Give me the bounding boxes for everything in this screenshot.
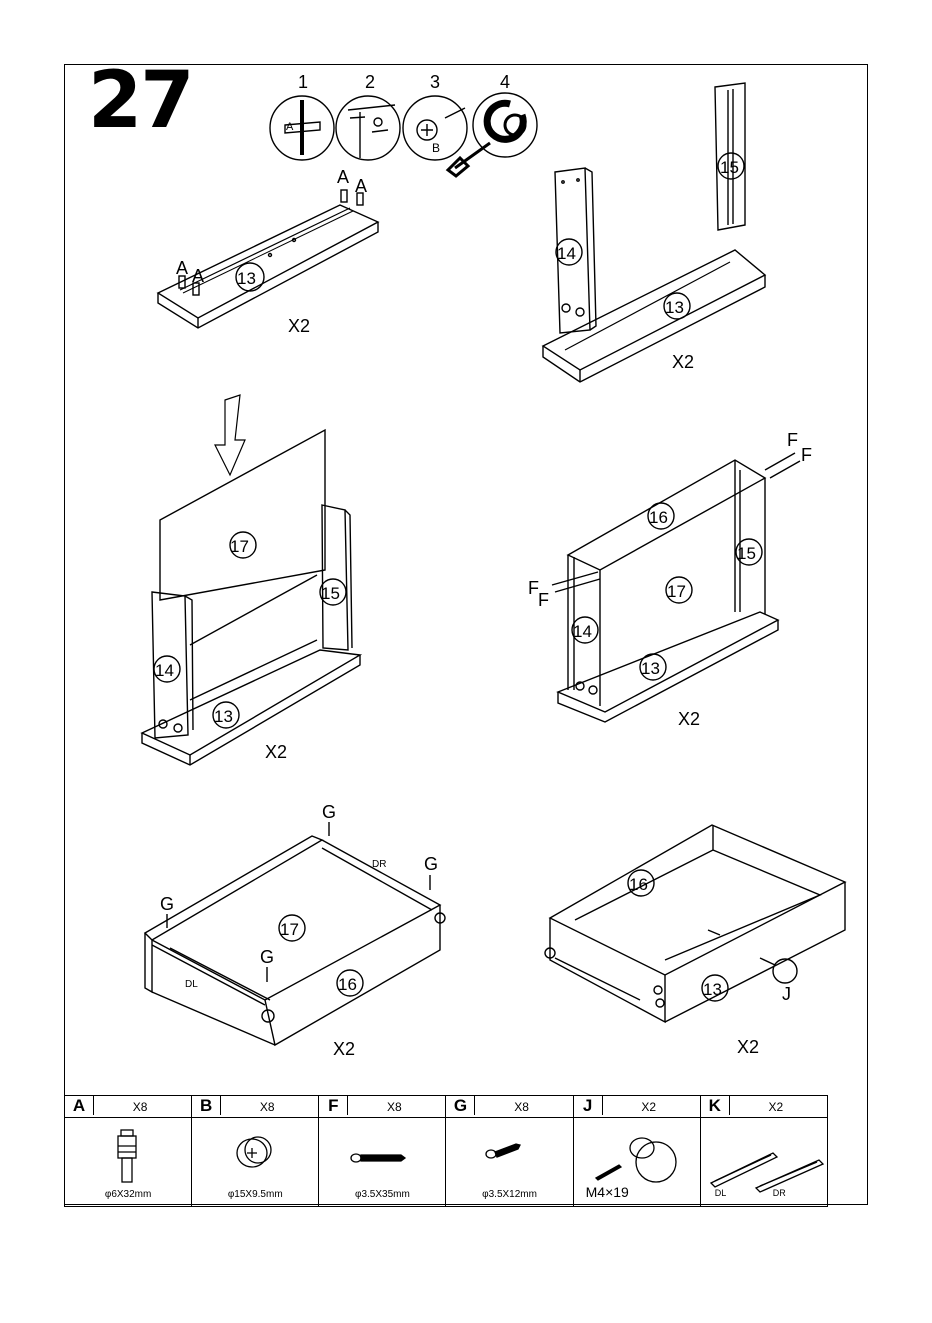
part-number: 16 bbox=[649, 508, 668, 527]
hardware-cell-j: M4×19 bbox=[573, 1118, 700, 1207]
rail-label: DR bbox=[773, 1188, 786, 1198]
hardware-callout: F bbox=[787, 430, 798, 450]
hardware-callout: G bbox=[260, 947, 274, 967]
hardware-callout: A bbox=[192, 266, 204, 286]
hardware-callout: A bbox=[176, 258, 188, 278]
part-number: 14 bbox=[557, 244, 576, 263]
part-number: 17 bbox=[280, 920, 299, 939]
hardware-callout: J bbox=[782, 984, 791, 1004]
hardware-spec: M4×19 bbox=[586, 1184, 700, 1200]
hardware-callout: F bbox=[801, 445, 812, 465]
count-label: X2 bbox=[265, 742, 287, 762]
panel-1-base-dowels: A A A A 13 X2 bbox=[158, 167, 378, 336]
part-number: 14 bbox=[155, 661, 174, 680]
hardware-callout: G bbox=[424, 854, 438, 874]
hardware-cell-k: DL DR bbox=[700, 1118, 827, 1207]
part-number: 13 bbox=[237, 269, 256, 288]
part-number: 15 bbox=[720, 158, 739, 177]
sub-step-label: 2 bbox=[365, 72, 375, 92]
sub-step-diagrams: 1 2 3 4 A B bbox=[270, 72, 537, 176]
count-label: X2 bbox=[288, 316, 310, 336]
sub-step-letter: A bbox=[286, 121, 294, 133]
panel-5-drawer-rails: 17 16 DL DR G G G G X2 bbox=[145, 802, 445, 1059]
hardware-cell-a: φ6X32mm bbox=[65, 1118, 192, 1207]
part-number: 16 bbox=[338, 975, 357, 994]
hardware-callout: G bbox=[322, 802, 336, 822]
count-label: X2 bbox=[672, 352, 694, 372]
part-number: 15 bbox=[321, 584, 340, 603]
part-number: 15 bbox=[737, 544, 756, 563]
hardware-cell-b: φ15X9.5mm bbox=[192, 1118, 319, 1207]
part-number: 17 bbox=[230, 537, 249, 556]
sub-step-label: 1 bbox=[298, 72, 308, 92]
panel-6-drawer-knob: 16 13 J X2 bbox=[545, 825, 845, 1057]
hardware-cell-g: φ3.5X12mm bbox=[446, 1118, 573, 1207]
count-label: X2 bbox=[333, 1039, 355, 1059]
hardware-spec: φ6X32mm bbox=[65, 1189, 191, 1200]
sub-step-letter: B bbox=[432, 141, 440, 155]
part-number: 13 bbox=[214, 707, 233, 726]
hardware-spec: φ3.5X12mm bbox=[446, 1189, 572, 1200]
hardware-callout: G bbox=[160, 894, 174, 914]
hardware-spec: φ15X9.5mm bbox=[192, 1189, 318, 1200]
hardware-spec: φ3.5X35mm bbox=[319, 1189, 445, 1200]
rail-label: DR bbox=[372, 859, 386, 870]
rail-label: DL bbox=[185, 979, 198, 990]
hardware-callout: A bbox=[337, 167, 349, 187]
part-number: 17 bbox=[667, 582, 686, 601]
hardware-cell-f: φ3.5X35mm bbox=[319, 1118, 446, 1207]
part-number: 14 bbox=[573, 622, 592, 641]
rail-label: DL bbox=[715, 1188, 727, 1198]
part-number: 13 bbox=[665, 298, 684, 317]
part-number: 16 bbox=[629, 875, 648, 894]
hardware-callout: F bbox=[538, 590, 549, 610]
hardware-callout: A bbox=[355, 176, 367, 196]
part-number: 13 bbox=[641, 659, 660, 678]
part-number: 13 bbox=[703, 980, 722, 999]
count-label: X2 bbox=[678, 709, 700, 729]
sub-step-label: 4 bbox=[500, 72, 510, 92]
panel-2-sides-on-base: 14 15 13 X2 bbox=[543, 83, 765, 382]
count-label: X2 bbox=[737, 1037, 759, 1057]
sub-step-label: 3 bbox=[430, 72, 440, 92]
panel-4-frame: F F F F 16 15 17 14 13 X2 bbox=[528, 430, 812, 729]
panel-3-back-panel-insert: 14 17 15 13 X2 bbox=[142, 395, 360, 765]
